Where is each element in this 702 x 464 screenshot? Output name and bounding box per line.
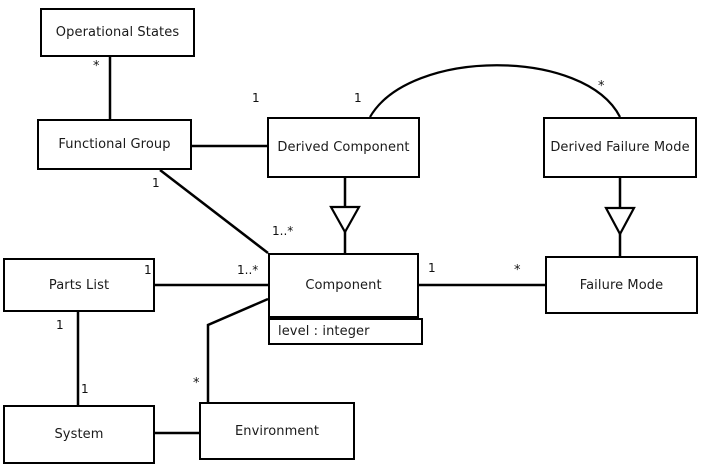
class-name-derived-component: Derived Component xyxy=(277,140,410,155)
edge-functional-group-component xyxy=(159,169,269,254)
attribute-level: level : integer xyxy=(278,324,370,339)
multiplicity-parts-list-system-top: 1 xyxy=(56,318,64,332)
class-attributes-component[interactable]: level : integer xyxy=(268,318,423,345)
class-box-system[interactable]: System xyxy=(3,405,155,464)
multiplicity-operational-states: * xyxy=(93,59,100,74)
class-box-component[interactable]: Component xyxy=(268,253,419,318)
class-name-parts-list: Parts List xyxy=(48,277,110,293)
multiplicity-component-functional-group: 1..* xyxy=(272,224,294,238)
multiplicity-parts-list-end: 1 xyxy=(144,263,152,277)
class-name-failure-mode: Failure Mode xyxy=(579,277,664,293)
class-box-functional-group[interactable]: Functional Group xyxy=(37,119,192,170)
class-box-derived-failure-mode[interactable]: Derived Failure Mode xyxy=(543,117,697,178)
class-name-system: System xyxy=(54,427,104,442)
class-name-functional-group: Functional Group xyxy=(58,137,171,152)
class-box-environment[interactable]: Environment xyxy=(199,402,355,460)
class-box-operational-states[interactable]: Operational States xyxy=(40,8,195,57)
class-box-parts-list[interactable]: Parts List xyxy=(3,258,155,312)
multiplicity-component-environment: * xyxy=(193,376,200,391)
class-name-derived-failure-mode: Derived Failure Mode xyxy=(550,140,690,155)
class-name-environment: Environment xyxy=(234,423,320,439)
multiplicity-parts-list-system-bottom: 1 xyxy=(81,382,89,396)
class-name-component: Component xyxy=(305,278,382,293)
multiplicity-component-failure-mode-left: 1 xyxy=(428,261,436,275)
class-name-operational-states: Operational States xyxy=(55,25,180,40)
generalization-triangle-icon xyxy=(604,206,636,237)
class-box-derived-component[interactable]: Derived Component xyxy=(267,117,420,178)
multiplicity-functional-group-component: 1 xyxy=(152,176,160,190)
edge-component-environment xyxy=(206,297,269,402)
multiplicity-arc-right: * xyxy=(598,79,605,94)
multiplicity-component-failure-mode-right: * xyxy=(514,263,521,278)
multiplicity-arc-left: 1 xyxy=(354,91,362,105)
generalization-triangle-icon xyxy=(329,205,361,235)
multiplicity-component-parts-list-end: 1..* xyxy=(237,263,259,277)
multiplicity-derived-component-end: 1 xyxy=(252,91,260,105)
class-box-failure-mode[interactable]: Failure Mode xyxy=(545,256,698,314)
edge-derived-component-derived-failure-mode xyxy=(369,64,621,118)
